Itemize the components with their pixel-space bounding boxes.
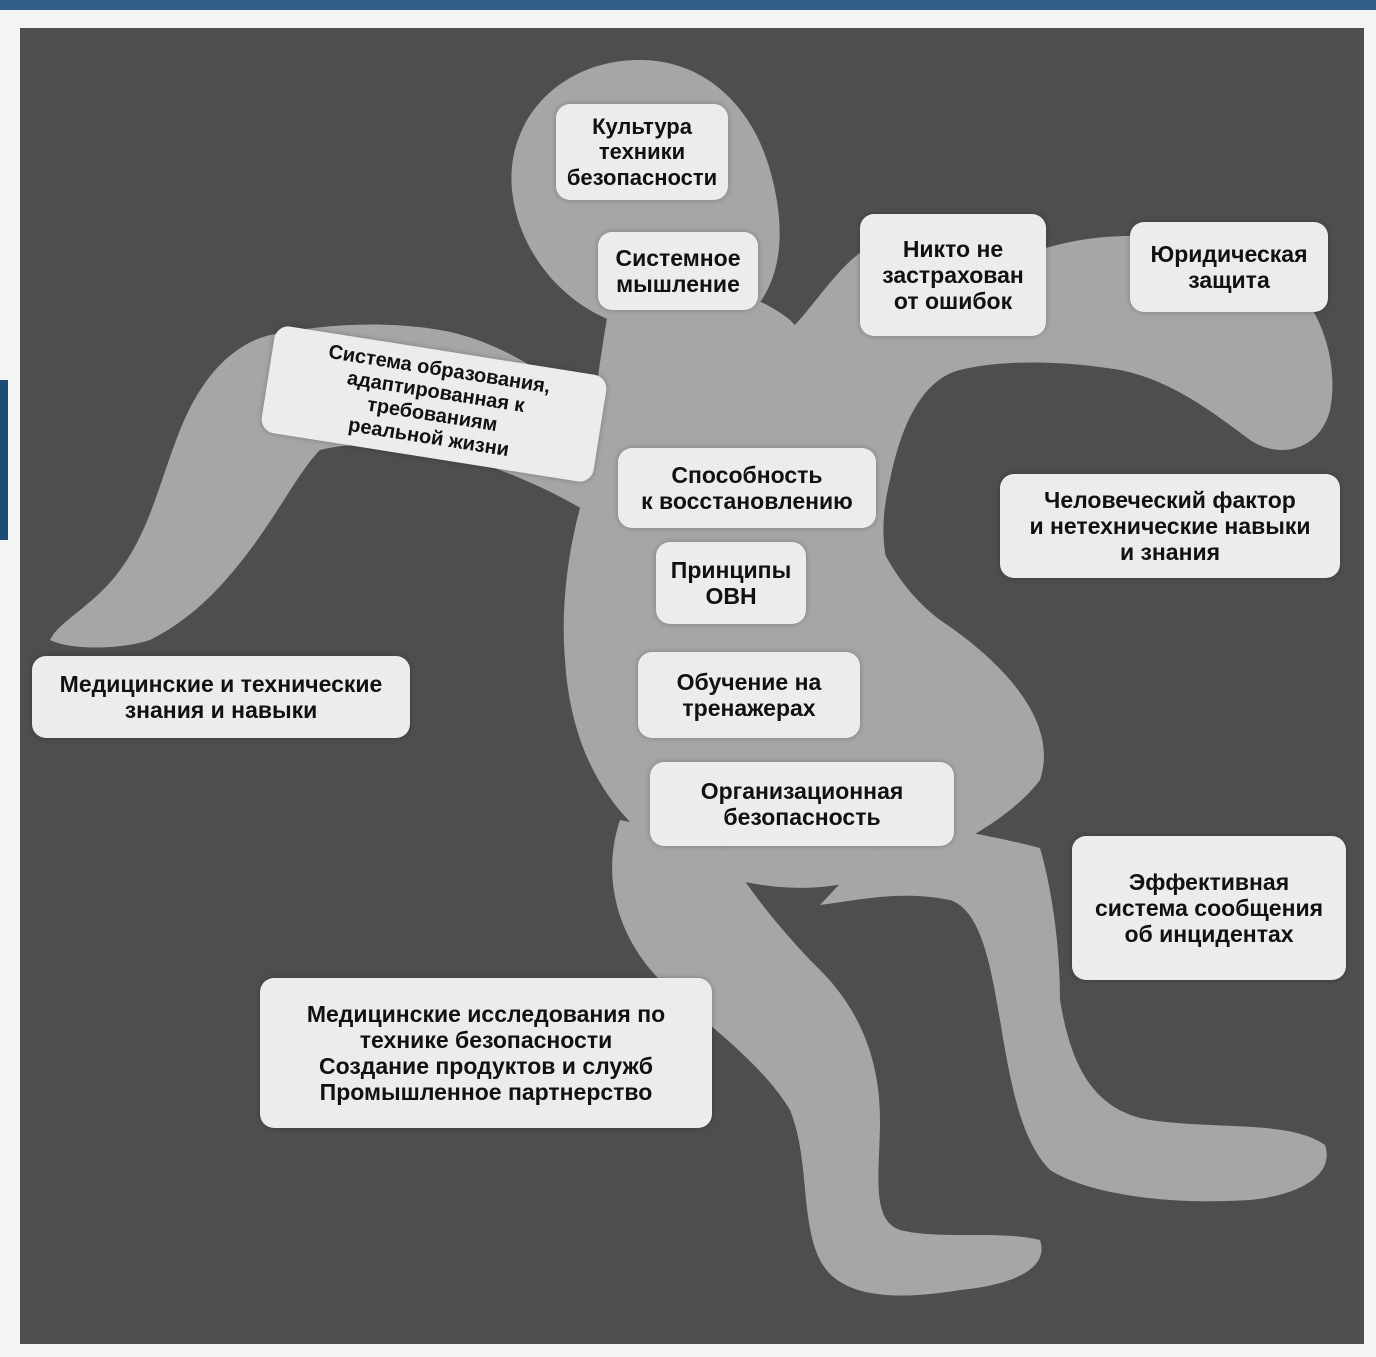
label-incident-reporting: Эффективная система сообщения об инциден… [1072, 836, 1346, 980]
label-legal-protection: Юридическая защита [1130, 222, 1328, 312]
label-systems-thinking: Системное мышление [598, 232, 758, 310]
label-organizational-safety: Организационная безопасность [650, 762, 954, 846]
top-edge-strip [0, 0, 1376, 10]
label-culture: Культура техники безопасности [556, 104, 728, 200]
figure-right-leg [820, 820, 1327, 1202]
label-medical-research: Медицинские исследования по технике безо… [260, 978, 712, 1128]
label-simulator-training: Обучение на тренажерах [638, 652, 860, 738]
label-recovery: Способность к восстановлению [618, 448, 876, 528]
label-medical-technical-skills: Медицинские и технические знания и навык… [32, 656, 410, 738]
label-ovn-principles: Принципы ОВН [656, 542, 806, 624]
figure-left-leg [612, 820, 1042, 1296]
label-human-factor: Человеческий фактор и нетехнические навы… [1000, 474, 1340, 578]
left-edge-strip [0, 380, 8, 540]
label-no-one-insured: Никто не застрахован от ошибок [860, 214, 1046, 336]
